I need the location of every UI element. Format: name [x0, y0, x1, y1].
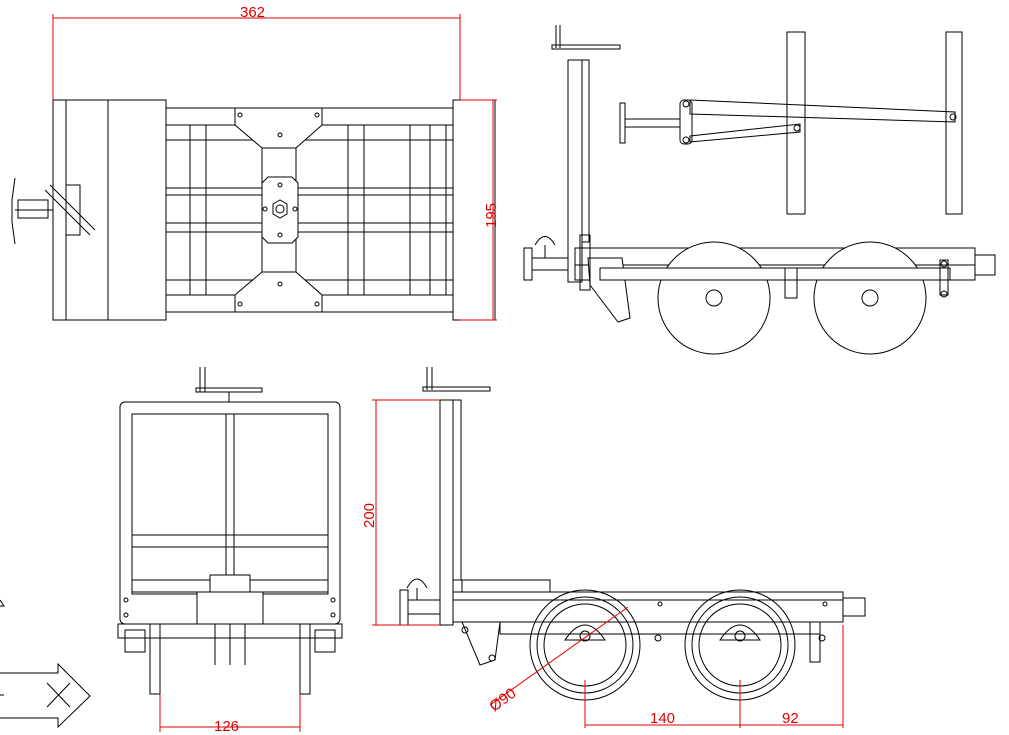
side-view-upper: [523, 25, 996, 355]
track-dimension-label: 126: [214, 718, 239, 735]
width-dimension-label: 362: [240, 4, 265, 21]
overhang-dimension-label: 92: [782, 710, 799, 727]
front-view: 126: [117, 367, 343, 735]
side-view-lower: 200 Ø90 140 92: [361, 367, 866, 728]
top-view: 362 195: [11, 4, 500, 321]
depth-dimension-label: 195: [483, 203, 500, 228]
wheel-diameter-dimension-label: Ø90: [486, 685, 519, 715]
height-dimension-label: 200: [361, 503, 378, 528]
wheelbase-dimension-label: 140: [650, 710, 675, 727]
direction-arrow-icon: [0, 599, 91, 729]
